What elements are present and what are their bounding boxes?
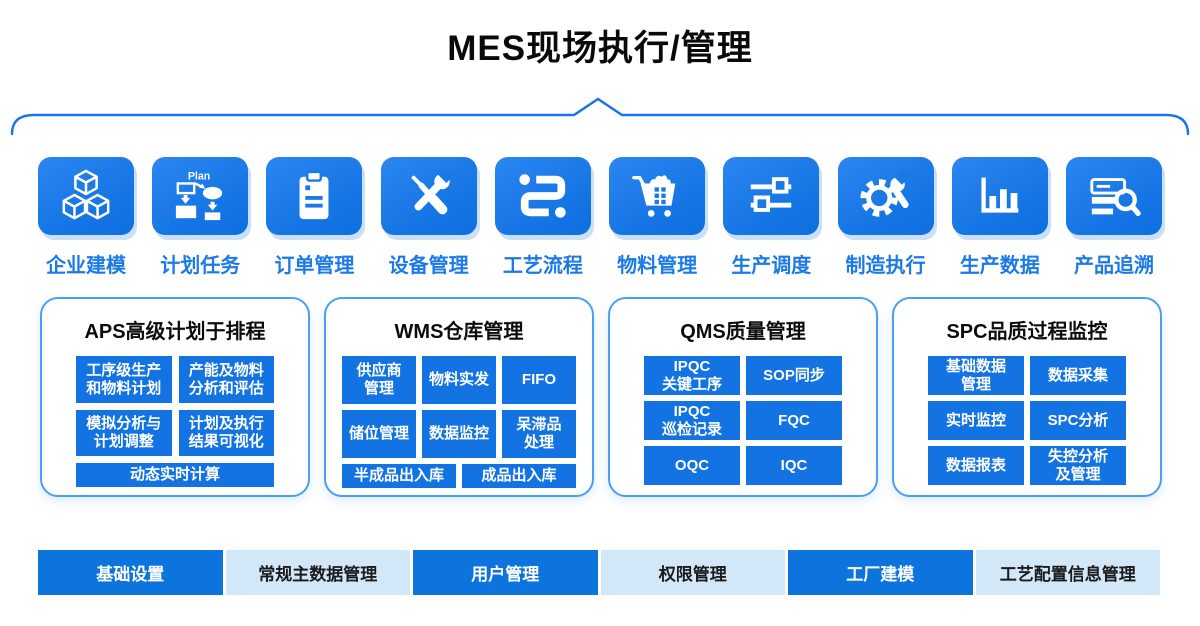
panel-item: 数据监控 bbox=[422, 410, 496, 458]
panel-item: OQC bbox=[644, 446, 740, 485]
module-label: 生产数据 bbox=[959, 255, 1040, 277]
panel-item: 计划及执行 结果可视化 bbox=[178, 410, 274, 456]
plan-flowchart-icon: Plan bbox=[176, 171, 223, 221]
panel-item: 产能及物料 分析和评估 bbox=[178, 356, 274, 403]
material-cart-icon bbox=[632, 175, 676, 217]
gear-wrench-icon bbox=[859, 169, 909, 217]
panel-item: SOP同步 bbox=[746, 356, 842, 395]
panel-item: 基础数据 管理 bbox=[928, 356, 1024, 395]
panel-item: IPQC 关键工序 bbox=[644, 356, 740, 395]
panel-item: FQC bbox=[746, 401, 842, 440]
module-material-management: 物料管理 bbox=[609, 157, 706, 278]
module-label: 工艺流程 bbox=[502, 255, 583, 277]
module-row: 企业建模 Plan 计划任务 bbox=[38, 157, 1162, 278]
panel-item: 物料实发 bbox=[422, 356, 496, 404]
footer-item-user-management: 用户管理 bbox=[413, 550, 598, 595]
module-label: 企业建模 bbox=[46, 255, 126, 277]
process-flow-icon bbox=[519, 174, 566, 218]
footer-item-permission-management: 权限管理 bbox=[600, 550, 785, 595]
panel-item: 成品出入库 bbox=[462, 464, 576, 488]
module-order-management: 订单管理 bbox=[266, 157, 363, 278]
panel-row: APS高级计划于排程 工序级生产 和物料计划 产能及物料 分析和评估 模拟分析与… bbox=[40, 297, 1162, 497]
panel-item: 呆滞品 处理 bbox=[502, 410, 576, 458]
bar-chart-icon bbox=[981, 177, 1019, 213]
panel-spc: SPC品质过程监控 基础数据 管理 数据采集 实时监控 SPC分析 数据报表 失… bbox=[892, 297, 1162, 497]
panel-item: 实时监控 bbox=[928, 401, 1024, 440]
panel-aps: APS高级计划于排程 工序级生产 和物料计划 产能及物料 分析和评估 模拟分析与… bbox=[40, 297, 310, 497]
brace-connector-icon bbox=[10, 97, 1190, 136]
panel-item: 半成品出入库 bbox=[342, 464, 456, 488]
panel-title: SPC品质过程监控 bbox=[946, 321, 1108, 343]
module-production-scheduling: 生产调度 bbox=[723, 157, 820, 278]
panel-wms: WMS仓库管理 供应商 管理 物料实发 FIFO 储位管理 数据监控 呆滞品 处… bbox=[324, 297, 594, 497]
module-label: 订单管理 bbox=[274, 255, 355, 277]
module-plan-task: Plan 计划任务 bbox=[152, 157, 249, 278]
panel-item: 工序级生产 和物料计划 bbox=[76, 356, 172, 403]
panel-item: 供应商 管理 bbox=[342, 356, 416, 404]
panel-title: APS高级计划于排程 bbox=[84, 321, 266, 343]
module-label: 制造执行 bbox=[845, 255, 926, 277]
page-title: MES现场执行/管理 bbox=[447, 29, 753, 68]
footer-item-factory-modeling: 工厂建模 bbox=[788, 550, 973, 595]
module-process-flow: 工艺流程 bbox=[494, 157, 591, 278]
panel-qms: QMS质量管理 IPQC 关键工序 SOP同步 IPQC 巡检记录 FQC OQ… bbox=[608, 297, 878, 497]
panel-item: FIFO bbox=[502, 356, 576, 404]
panel-title: QMS质量管理 bbox=[680, 321, 806, 343]
module-label: 产品追溯 bbox=[1073, 255, 1154, 277]
footer-item-process-config: 工艺配置信息管理 bbox=[975, 550, 1160, 595]
module-label: 计划任务 bbox=[160, 255, 241, 277]
cubes-icon bbox=[62, 169, 110, 220]
footer-item-master-data: 常规主数据管理 bbox=[225, 550, 410, 595]
module-label: 设备管理 bbox=[388, 255, 469, 277]
panel-item: IQC bbox=[746, 446, 842, 485]
module-label: 物料管理 bbox=[617, 255, 698, 277]
panel-item: 数据报表 bbox=[928, 446, 1024, 485]
sliders-icon bbox=[751, 177, 792, 212]
panel-item: SPC分析 bbox=[1030, 401, 1126, 440]
module-enterprise-modeling: 企业建模 bbox=[38, 157, 134, 278]
panel-item: IPQC 巡检记录 bbox=[644, 401, 740, 440]
module-product-traceability: 产品追溯 bbox=[1065, 157, 1162, 278]
footer-item-basic-settings: 基础设置 bbox=[38, 550, 223, 595]
footer-band: 基础设置 常规主数据管理 用户管理 权限管理 工厂建模 工艺配置信息管理 bbox=[38, 550, 1160, 595]
panel-item: 储位管理 bbox=[342, 410, 416, 458]
module-manufacturing-execution: 制造执行 bbox=[837, 157, 934, 278]
panel-item: 模拟分析与 计划调整 bbox=[76, 410, 172, 456]
trace-search-icon bbox=[1090, 178, 1141, 217]
panel-item: 动态实时计算 bbox=[76, 463, 274, 487]
module-production-data: 生产数据 bbox=[951, 157, 1048, 278]
svg-text:Plan: Plan bbox=[188, 171, 210, 183]
module-label: 生产调度 bbox=[731, 255, 812, 277]
wrench-screwdriver-icon bbox=[411, 169, 455, 215]
panel-title: WMS仓库管理 bbox=[394, 321, 524, 343]
module-equipment-management: 设备管理 bbox=[380, 157, 477, 278]
clipboard-icon bbox=[299, 170, 329, 220]
panel-item: 数据采集 bbox=[1030, 356, 1126, 395]
panel-item: 失控分析 及管理 bbox=[1030, 446, 1126, 485]
